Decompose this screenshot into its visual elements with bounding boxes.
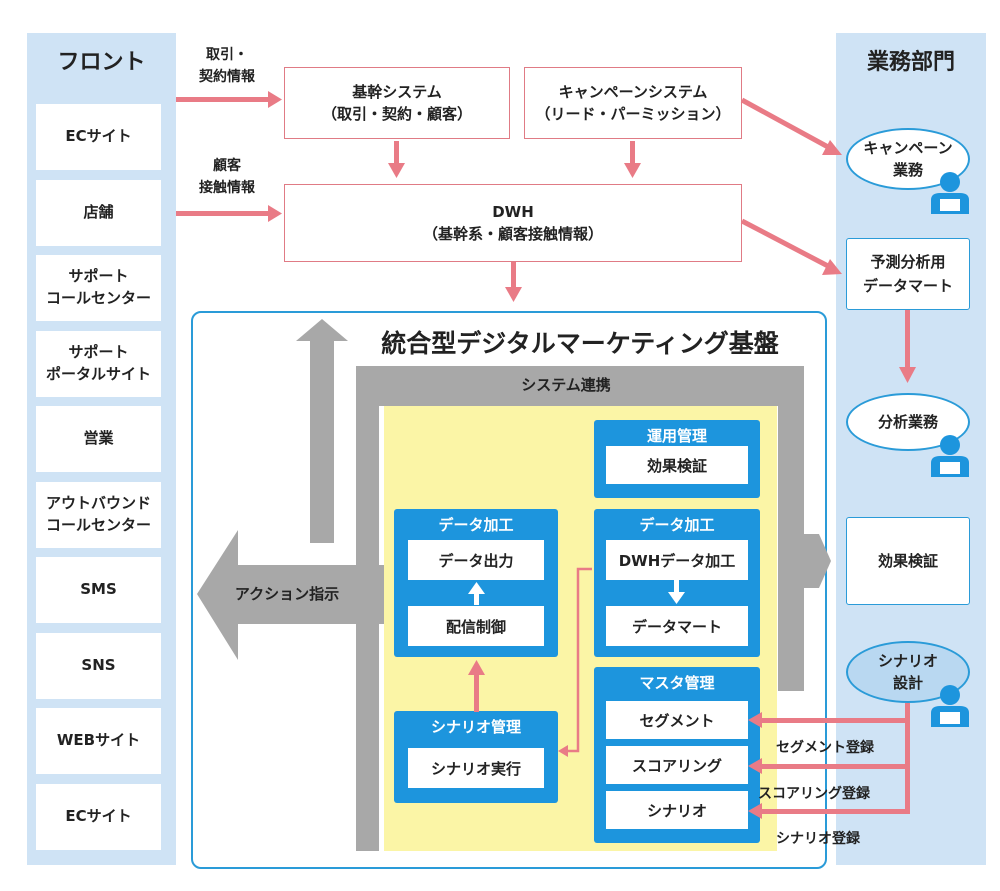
data-proc-left-title: データ加工	[438, 516, 514, 534]
campaign-system-name: キャンペーンシステム	[558, 82, 708, 101]
front-item-support-callcenter: サポート コールセンター	[36, 255, 161, 321]
business-title: 業務部門	[866, 50, 955, 75]
dwh-data-proc-item: DWHデータ加工	[606, 540, 748, 580]
master-mgmt-title: マスタ管理	[639, 674, 715, 692]
core-system-sub: （取引・契約・顧客）	[321, 105, 472, 123]
scenario-registration-label: シナリオ登録	[776, 831, 860, 847]
gray-arrow-right	[804, 534, 831, 588]
scenario-exec-item: シナリオ実行	[408, 748, 544, 788]
person-icon	[931, 172, 969, 214]
dwh-sub: （基幹系・顧客接触情報）	[422, 225, 603, 243]
data-mart-item: データマート	[606, 606, 748, 646]
front-item-sales: 営業	[36, 406, 161, 472]
gray-arrow-left	[197, 530, 391, 660]
front-item-outbound-callcenter: アウトバウンド コールセンター	[36, 482, 161, 548]
campaign-system-sub: （リード・パーミッション）	[535, 105, 731, 123]
platform-title: 統合型デジタルマーケティング基盤	[381, 329, 779, 358]
campaign-ops-oval: キャンペーン 業務	[846, 128, 970, 190]
scenario-design-oval: シナリオ 設計	[846, 641, 970, 703]
data-proc-right-title: データ加工	[639, 516, 715, 534]
front-item-sns: SNS	[36, 633, 161, 699]
effect-verification-box: 効果検証	[846, 517, 970, 605]
front-item-ec-site-2: ECサイト	[36, 784, 161, 850]
front-item-support-portal: サポート ポータルサイト	[36, 331, 161, 397]
ops-mgmt-title: 運用管理	[646, 427, 707, 445]
core-system-box: 基幹システム （取引・契約・顧客）	[284, 67, 510, 139]
analysis-ops-oval: 分析業務	[846, 393, 970, 451]
front-item-sms: SMS	[36, 557, 161, 623]
scoring-item: スコアリング	[606, 746, 748, 784]
campaign-system-box: キャンペーンシステム （リード・パーミッション）	[524, 67, 742, 139]
segment-item: セグメント	[606, 701, 748, 739]
person-icon	[931, 685, 969, 727]
ops-mgmt-item-effect: 効果検証	[606, 446, 748, 484]
scenario-mgmt-title: シナリオ管理	[430, 718, 521, 736]
system-link-label: システム連携	[521, 376, 611, 394]
front-item-ec-site: ECサイト	[36, 104, 161, 170]
core-system-name: 基幹システム	[352, 82, 442, 101]
gray-arrow-up	[296, 319, 348, 543]
person-icon	[931, 435, 969, 477]
delivery-control-item: 配信制御	[408, 606, 544, 646]
forecast-mart-box: 予測分析用 データマート	[846, 238, 970, 310]
scenario-item: シナリオ	[606, 791, 748, 829]
action-label: アクション指示	[234, 585, 340, 603]
label-trade-info: 取引・ 契約情報	[199, 47, 255, 86]
dwh-name: DWH	[492, 202, 534, 221]
front-title: フロント	[57, 50, 146, 75]
gray-arrows	[197, 319, 831, 851]
front-item-store: 店舗	[36, 180, 161, 246]
front-item-web-site: WEBサイト	[36, 708, 161, 774]
scoring-registration-label: スコアリング登録	[758, 786, 870, 802]
label-contact-info: 顧客 接触情報	[199, 158, 255, 197]
data-output-item: データ出力	[408, 540, 544, 580]
dwh-box: DWH （基幹系・顧客接触情報）	[284, 184, 742, 262]
segment-registration-label: セグメント登録	[776, 740, 874, 756]
